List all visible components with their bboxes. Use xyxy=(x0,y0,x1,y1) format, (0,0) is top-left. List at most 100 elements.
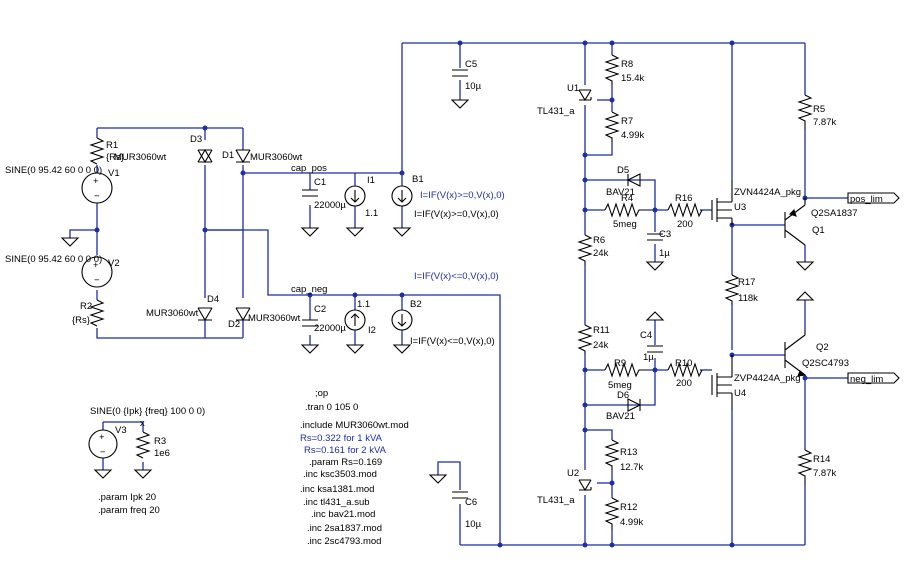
transistor-q2[interactable]: Q2 Q2SC4793 xyxy=(784,291,849,377)
directive-inc-bav21: .inc bav21.mod xyxy=(311,509,375,520)
r14-ref: R14 xyxy=(813,454,830,465)
voltage-source-v2[interactable]: + − V2 SINE(0 95.42 60 0 0 0) xyxy=(5,254,120,288)
v1-value: SINE(0 95.42 60 0 0 0) xyxy=(5,165,102,176)
v3-ref: V3 xyxy=(115,425,127,436)
capacitor-c4[interactable]: C4 1µ xyxy=(640,311,665,363)
resistor-r3[interactable]: R3 1e6 xyxy=(133,431,170,479)
r5-value: 7.87k xyxy=(813,117,836,128)
resistor-r2[interactable]: R2 {Rs} xyxy=(72,299,105,327)
diode-d1[interactable]: D1 MUR3060wt xyxy=(222,149,303,164)
c2-value: 22000µ xyxy=(314,323,346,334)
directive-tran: .tran 0 105 0 xyxy=(305,402,358,413)
transistor-q1[interactable]: Q2SA1837 Q1 xyxy=(784,198,857,271)
d1-value: MUR3060wt xyxy=(250,152,303,163)
voltage-source-v1[interactable]: + − V1 SINE(0 95.42 60 0 0 0) xyxy=(5,165,120,204)
d3-ref: D3 xyxy=(190,134,202,145)
resistor-r17[interactable]: R17 118k xyxy=(724,274,758,305)
directive-inc-2sa1837: .inc 2sa1837.mod xyxy=(307,523,382,534)
port-pos-lim[interactable]: pos_lim xyxy=(847,192,900,205)
r7-ref: R7 xyxy=(621,116,633,127)
net-label-cap-neg: cap_neg xyxy=(291,284,327,295)
resistor-r13[interactable]: R13 12.7k xyxy=(604,439,643,473)
port-neg-lim[interactable]: neg_lim xyxy=(847,372,900,385)
r16-value: 200 xyxy=(677,219,693,230)
resistor-r9[interactable]: R9 5meg xyxy=(604,358,645,391)
shunt-regulator-u2[interactable]: U2 TL431_a xyxy=(537,468,592,506)
capacitor-c6[interactable]: C6 10µ xyxy=(452,491,482,530)
behavioral-source-b2[interactable]: B2 I=IF(V(x)<=0,V(x),0) xyxy=(391,299,495,354)
wires xyxy=(69,42,848,546)
pos-lim-label: pos_lim xyxy=(850,194,883,205)
resistor-r16[interactable]: R16 200 xyxy=(667,193,703,230)
capacitor-c5[interactable]: C5 10µ xyxy=(450,59,482,109)
r4-value: 5meg xyxy=(613,219,637,230)
mosfet-u3[interactable]: ZVN4424A_pkg U3 xyxy=(711,180,801,225)
q2-ref: Q2 xyxy=(816,342,829,353)
resistor-r10[interactable]: R10 200 xyxy=(667,358,703,389)
c4-ref: C4 xyxy=(640,330,652,341)
u1-value: TL431_a xyxy=(537,106,575,117)
resistor-r8[interactable]: R8 15.4k xyxy=(604,54,644,85)
resistor-r11[interactable]: R11 24k xyxy=(577,324,610,355)
u4-ref: U4 xyxy=(734,388,746,399)
behavioral-source-b1[interactable]: B1 I=IF(V(x)>=0,V(x),0) I=IF(V(x)>=0,V(x… xyxy=(391,174,505,237)
diode-d5[interactable]: D5 BAV21 xyxy=(606,165,641,198)
resistor-r12[interactable]: R12 4.99k xyxy=(604,497,643,530)
directive-inc-ksc3503: .inc ksc3503.mod xyxy=(303,469,377,480)
svg-text:−: − xyxy=(94,191,100,202)
resistor-r4[interactable]: R4 5meg xyxy=(604,193,645,230)
diode-d4[interactable]: D4 MUR3060wt xyxy=(146,294,219,322)
r8-ref: R8 xyxy=(621,59,633,70)
r17-value: 118k xyxy=(738,293,758,304)
resistor-r6[interactable]: R6 24k xyxy=(577,234,609,265)
r6-value: 24k xyxy=(593,248,609,259)
b1-value: I=IF(V(x)>=0,V(x),0) xyxy=(420,190,505,201)
svg-text:−: − xyxy=(100,447,106,458)
c6-ref: C6 xyxy=(465,497,477,508)
c4-value: 1µ xyxy=(643,352,654,363)
d3-value: MUR3060wt xyxy=(114,152,167,163)
neg-lim-label: neg_lim xyxy=(850,374,883,385)
shunt-regulator-u1[interactable]: U1 TL431_a xyxy=(537,83,592,117)
mosfet-u4[interactable]: ZVP4424A_pkg U4 xyxy=(711,355,801,410)
capacitor-c2[interactable]: C2 22000µ xyxy=(300,304,346,354)
u2-ref: U2 xyxy=(567,468,579,479)
ground-left xyxy=(60,237,80,247)
resistor-r14[interactable]: R14 7.87k xyxy=(797,449,836,485)
b1-ref: B1 xyxy=(412,174,424,185)
diode-d6[interactable]: D6 BAV21 xyxy=(606,390,642,422)
svg-text:+: + xyxy=(99,432,105,443)
u4-value: ZVP4424A_pkg xyxy=(734,373,801,384)
v3-subcircuit-wires xyxy=(102,421,144,470)
c2-ref: C2 xyxy=(314,304,326,315)
r5-ref: R5 xyxy=(813,104,825,115)
r1-ref: R1 xyxy=(106,140,118,151)
c1-value: 22000µ xyxy=(314,200,346,211)
r12-ref: R12 xyxy=(620,502,637,513)
d4-value: MUR3060wt xyxy=(146,308,199,319)
resistor-r7[interactable]: R7 4.99k xyxy=(604,111,644,142)
resistor-r1[interactable]: R1 {Rs} xyxy=(89,137,124,165)
diode-d2[interactable]: D2 MUR3060wt xyxy=(228,307,301,330)
current-source-i2[interactable]: 1.1 I2 xyxy=(344,299,376,354)
directive-inc-tl431: .inc tl431_a.sub xyxy=(303,497,370,508)
b2-label: I=IF(V(x)<=0,V(x),0) xyxy=(410,336,495,347)
voltage-source-v3[interactable]: + − V3 SINE(0 {Ipk} {freq} 100 0 0) xyxy=(88,406,205,479)
d4-ref: D4 xyxy=(207,294,219,305)
current-source-i1[interactable]: I1 1.1 xyxy=(344,175,378,237)
r9-value: 5meg xyxy=(608,380,632,391)
directive-include: .include MUR3060wt.mod xyxy=(300,420,409,431)
r13-ref: R13 xyxy=(620,447,637,458)
resistor-r5[interactable]: R5 7.87k xyxy=(797,94,836,130)
r11-value: 24k xyxy=(593,340,609,351)
diode-d3[interactable]: D3 MUR3060wt xyxy=(114,134,213,164)
directive-inc-ksa1381: .inc ksa1381.mod xyxy=(300,484,374,495)
c3-ref: C3 xyxy=(659,229,671,240)
net-label-x: x xyxy=(140,418,145,429)
i1-value: 1.1 xyxy=(365,208,378,219)
capacitor-c1[interactable]: C1 22000µ xyxy=(300,177,346,237)
capacitor-c3[interactable]: C3 1µ xyxy=(645,229,671,271)
svg-text:−: − xyxy=(94,275,100,286)
d2-value: MUR3060wt xyxy=(248,313,301,324)
